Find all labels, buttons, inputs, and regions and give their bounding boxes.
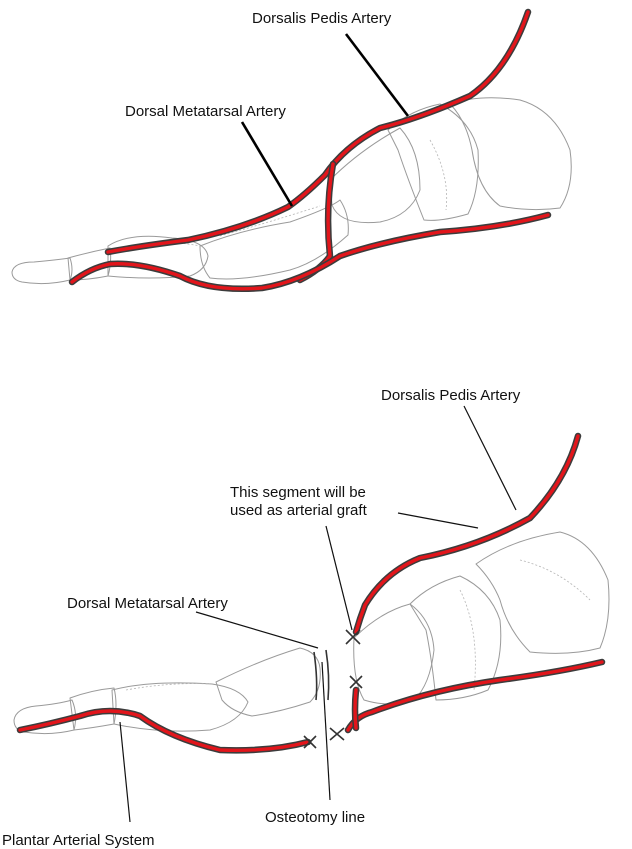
graft-leader-left	[326, 526, 352, 630]
plantar-leader	[120, 722, 130, 822]
top-dorsal-metatarsal-leader	[242, 122, 292, 206]
graft-label-line2: used as arterial graft	[230, 502, 368, 519]
bottom-metatarsal-head	[112, 683, 248, 731]
top-dorsalis-pedis-artery	[108, 12, 528, 252]
bottom-dorsalis-pedis-artery	[356, 436, 578, 632]
plantar-label: Plantar Arterial System	[2, 832, 155, 849]
bottom-first-metatarsal	[216, 648, 320, 716]
bottom-bone-sketch	[14, 532, 609, 734]
top-dorsal-metatarsal-label: Dorsal Metatarsal Artery	[125, 103, 286, 120]
bottom-dorsal-metatarsal-label: Dorsal Metatarsal Artery	[67, 595, 228, 612]
bottom-plantar-distal-artery	[20, 711, 308, 750]
osteotomy-label: Osteotomy line	[265, 809, 365, 826]
top-dorsalis-pedis-label: Dorsalis Pedis Artery	[252, 10, 392, 27]
bottom-foot-diagram: Dorsalis Pedis Artery This segment will …	[2, 387, 609, 849]
graft-leader-right	[398, 513, 478, 528]
top-artery-network	[72, 12, 548, 289]
bottom-cuneiform	[354, 604, 434, 704]
bottom-dorsalis-pedis-label: Dorsalis Pedis Artery	[381, 387, 521, 404]
top-bone-sketch	[12, 98, 571, 284]
top-talus	[450, 98, 571, 210]
bottom-dorsalis-pedis-leader	[464, 406, 516, 510]
osteotomy-gap	[314, 652, 317, 700]
top-toe-phalanx	[12, 258, 72, 284]
top-dorsalis-pedis-leader	[346, 34, 408, 116]
bottom-perforating-stump	[355, 690, 356, 728]
bottom-dorsal-metatarsal-leader	[196, 612, 318, 648]
bottom-talus	[476, 532, 609, 653]
graft-label-line1: This segment will be	[230, 484, 366, 501]
top-foot-diagram: Dorsalis Pedis Artery Dorsal Metatarsal …	[12, 10, 571, 289]
